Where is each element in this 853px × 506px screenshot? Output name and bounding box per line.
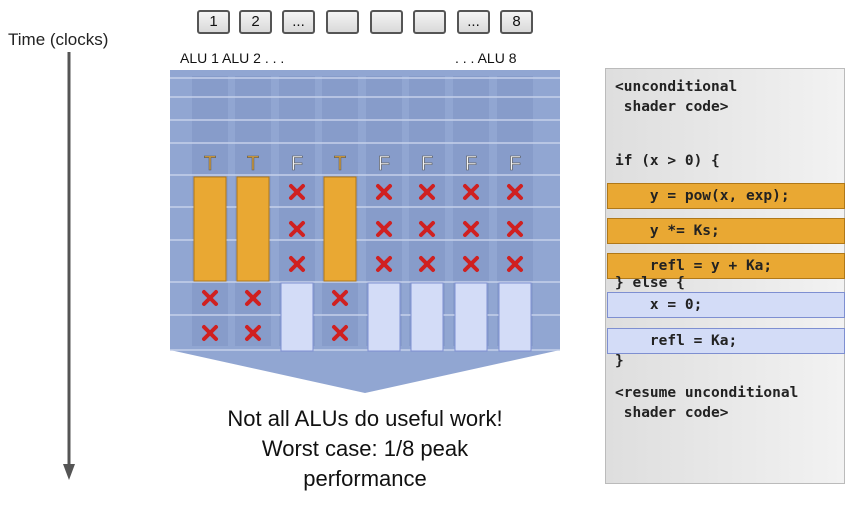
- idle-cross-icon: [463, 256, 479, 272]
- true-branch-bar: [323, 176, 357, 282]
- idle-cross-icon: [463, 221, 479, 237]
- code-x0: x = 0;: [615, 297, 703, 313]
- condition-label: F: [291, 153, 303, 175]
- caption-line-3: performance: [303, 466, 427, 491]
- code-refl1: refl = y + Ka;: [615, 258, 773, 274]
- shader-code-panel: <unconditional shader code> if (x > 0) {…: [605, 68, 845, 484]
- alu-box-2: 2: [239, 10, 272, 34]
- idle-cross-icon: [507, 256, 523, 272]
- idle-cross-icon: [419, 256, 435, 272]
- idle-cross-icon: [289, 221, 305, 237]
- idle-cross-icon: [507, 184, 523, 200]
- caption: Not all ALUs do useful work! Worst case:…: [165, 404, 565, 494]
- code-if: if (x > 0) {: [615, 153, 720, 169]
- idle-cross-icon: [245, 325, 261, 341]
- code-resume-1: <resume unconditional: [615, 385, 799, 401]
- highlight-x0: [607, 292, 845, 318]
- idle-cross-icon: [376, 256, 392, 272]
- code-resume-2: shader code>: [615, 405, 729, 421]
- idle-cross-icon: [507, 221, 523, 237]
- alu-box-6: [413, 10, 446, 34]
- condition-label: F: [465, 153, 477, 175]
- idle-cross-icon: [376, 221, 392, 237]
- true-branch-bar: [236, 176, 270, 282]
- condition-label: T: [247, 153, 259, 175]
- condition-label: T: [334, 153, 346, 175]
- idle-cross-icon: [419, 184, 435, 200]
- idle-cross-icon: [463, 184, 479, 200]
- condition-label: F: [421, 153, 433, 175]
- idle-cross-icon: [419, 221, 435, 237]
- false-branch-bar: [280, 282, 314, 352]
- alu-box-1: 1: [197, 10, 230, 34]
- alu-label-left: ALU 1 ALU 2 . . .: [180, 50, 285, 66]
- alu-box-3: ...: [282, 10, 315, 34]
- condition-label: F: [509, 153, 521, 175]
- highlight-pow: [607, 183, 845, 209]
- alu-label-right: . . . ALU 8: [455, 50, 517, 66]
- code-close: }: [615, 353, 624, 369]
- idle-cross-icon: [202, 290, 218, 306]
- highlight-refl1: [607, 253, 845, 279]
- code-else: } else {: [615, 275, 685, 291]
- idle-cross-icon: [289, 184, 305, 200]
- alu-box-8: 8: [500, 10, 533, 34]
- true-branch-bar: [193, 176, 227, 282]
- alu-box-7: ...: [457, 10, 490, 34]
- idle-cross-icon: [202, 325, 218, 341]
- caption-line-2: Worst case: 1/8 peak: [261, 436, 469, 461]
- code-uncond-1: <unconditional: [615, 79, 738, 95]
- code-pow: y = pow(x, exp);: [615, 188, 790, 204]
- false-branch-bar: [498, 282, 532, 352]
- code-uncond-2: shader code>: [615, 99, 729, 115]
- condition-label: T: [204, 153, 216, 175]
- time-arrow: [63, 52, 75, 480]
- code-ks: y *= Ks;: [615, 223, 720, 239]
- false-branch-bar: [367, 282, 401, 352]
- code-refl2: refl = Ka;: [615, 333, 738, 349]
- idle-cross-icon: [376, 184, 392, 200]
- false-branch-bar: [410, 282, 444, 352]
- idle-cross-icon: [289, 256, 305, 272]
- idle-cross-icon: [332, 290, 348, 306]
- false-branch-bar: [454, 282, 488, 352]
- alu-box-5: [370, 10, 403, 34]
- time-axis-label: Time (clocks): [8, 30, 109, 49]
- condition-label: F: [378, 153, 390, 175]
- highlight-ks: [607, 218, 845, 244]
- alu-box-4: [326, 10, 359, 34]
- idle-cross-icon: [245, 290, 261, 306]
- idle-cross-icon: [332, 325, 348, 341]
- caption-line-1: Not all ALUs do useful work!: [227, 406, 503, 431]
- highlight-refl2: [607, 328, 845, 354]
